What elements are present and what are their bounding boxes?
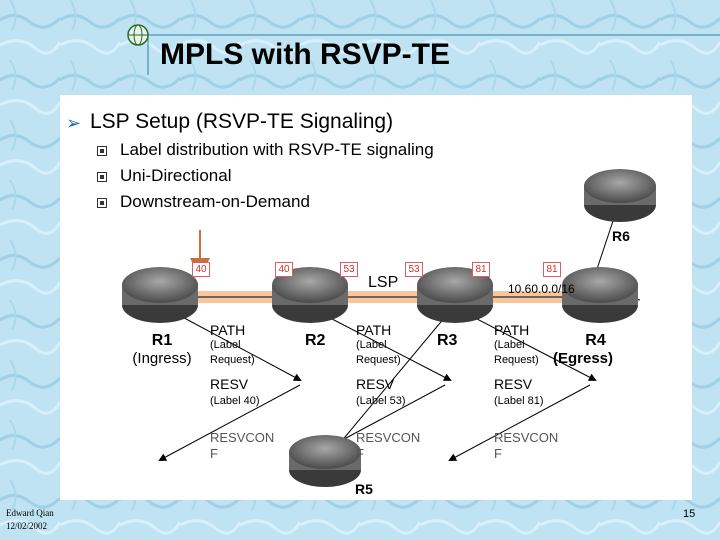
label-badge: 53 bbox=[340, 262, 358, 277]
router-r5-icon bbox=[289, 435, 361, 487]
globe-icon bbox=[127, 24, 149, 46]
destination-prefix: 10.60.0.0/16 bbox=[508, 282, 575, 296]
author: Edward Qian bbox=[6, 508, 54, 518]
label-badge: 40 bbox=[275, 262, 293, 277]
resv-message: RESV (Label 81) bbox=[494, 376, 544, 407]
path-message: PATH (Label Request) bbox=[356, 322, 401, 366]
resv-message: RESV (Label 40) bbox=[210, 376, 260, 407]
router-r6-label: R6 bbox=[612, 228, 630, 244]
section-heading: LSP Setup (RSVP-TE Signaling) bbox=[90, 110, 394, 133]
resvconf-message: RESVCON F bbox=[210, 430, 275, 461]
resv-message: RESV (Label 53) bbox=[356, 376, 406, 407]
router-r4-icon bbox=[562, 267, 638, 323]
label-badge: 40 bbox=[192, 262, 210, 277]
bullet-2: Uni-Directional bbox=[120, 166, 232, 185]
square-bullet-icon bbox=[97, 146, 107, 156]
router-r1-icon bbox=[122, 267, 198, 323]
date: 12/02/2002 bbox=[6, 521, 48, 531]
router-r4-label: R4 (Egress) bbox=[553, 332, 614, 367]
slide-title: MPLS with RSVP-TE bbox=[160, 38, 451, 71]
path-message: PATH (Label Request) bbox=[494, 322, 539, 366]
arrow-bullet-icon: ➢ bbox=[66, 113, 82, 133]
bullet-3: Downstream-on-Demand bbox=[120, 192, 310, 211]
router-r2-label: R2 bbox=[305, 332, 326, 349]
label-badge: 81 bbox=[543, 262, 561, 277]
router-r1-label: R1 (Ingress) bbox=[132, 332, 192, 367]
resvconf-message: RESVCON F bbox=[494, 430, 559, 461]
path-message: PATH (Label Request) bbox=[210, 322, 255, 366]
label-badge: 53 bbox=[405, 262, 423, 277]
label-badge: 81 bbox=[472, 262, 490, 277]
router-r5-label: R5 bbox=[355, 481, 373, 497]
lsp-label: LSP bbox=[368, 274, 399, 291]
resvconf-message: RESVCON F bbox=[356, 430, 421, 461]
page-number: 15 bbox=[683, 508, 696, 520]
router-r3-label: R3 bbox=[437, 332, 458, 349]
bullet-1: Label distribution with RSVP-TE signalin… bbox=[120, 140, 434, 159]
square-bullet-icon bbox=[97, 172, 107, 182]
square-bullet-icon bbox=[97, 198, 107, 208]
router-r6-icon bbox=[584, 169, 656, 222]
